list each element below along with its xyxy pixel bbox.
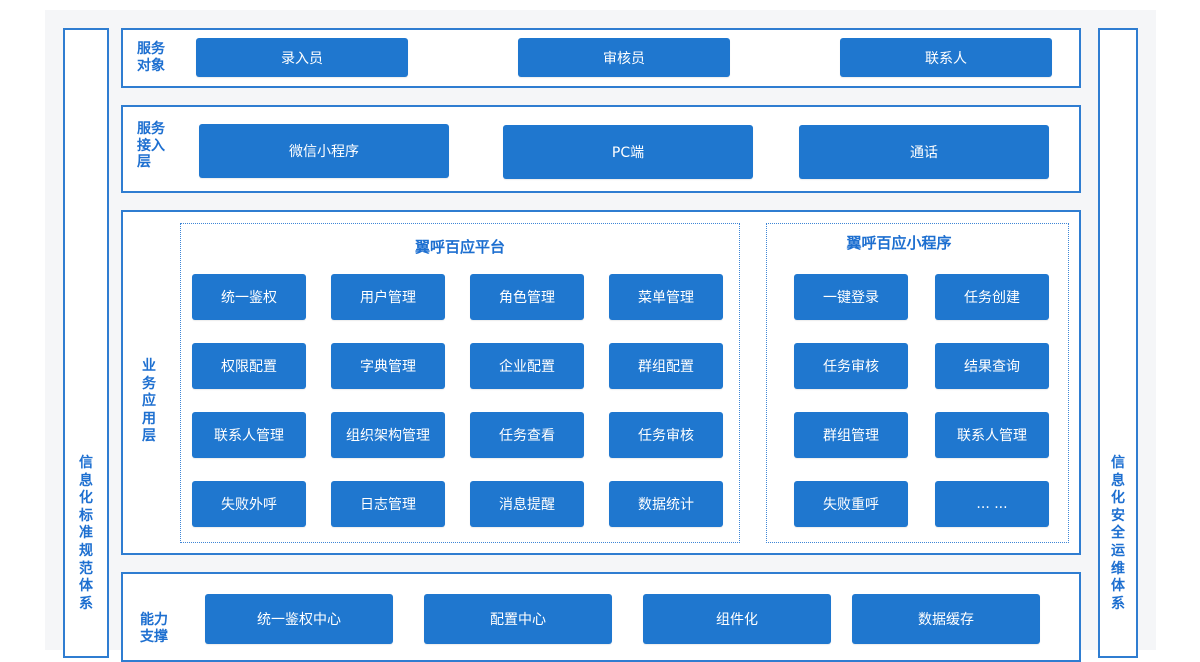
service-object-entry-clerk: 录入员 bbox=[196, 38, 408, 77]
mini-program-item: 一键登录 bbox=[794, 274, 908, 320]
access-wechat-miniprogram: 微信小程序 bbox=[199, 124, 449, 178]
mini-program-item: 结果查询 bbox=[935, 343, 1049, 389]
capability-item: 组件化 bbox=[643, 594, 831, 644]
capability-item: 配置中心 bbox=[424, 594, 612, 644]
platform-item: 联系人管理 bbox=[192, 412, 306, 458]
mini-program-item: 联系人管理 bbox=[935, 412, 1049, 458]
platform-item: 用户管理 bbox=[331, 274, 445, 320]
platform-item: 任务查看 bbox=[470, 412, 584, 458]
mini-program-item: ... ... bbox=[935, 481, 1049, 527]
service-access-label: 服务 接入 层 bbox=[137, 121, 165, 170]
platform-item: 任务审核 bbox=[609, 412, 723, 458]
capability-item: 数据缓存 bbox=[852, 594, 1040, 644]
platform-item: 字典管理 bbox=[331, 343, 445, 389]
capability-label: 能力 支撑 bbox=[140, 612, 168, 645]
platform-item: 数据统计 bbox=[609, 481, 723, 527]
business-layer-label: 业 务 应 用 层 bbox=[142, 358, 156, 444]
platform-item: 统一鉴权 bbox=[192, 274, 306, 320]
platform-item: 日志管理 bbox=[331, 481, 445, 527]
mini-program-item: 群组管理 bbox=[794, 412, 908, 458]
access-pc: PC端 bbox=[503, 125, 753, 179]
mini-program-item: 失败重呼 bbox=[794, 481, 908, 527]
left-standards-label: 信 息 化 标 准 规 范 体 系 bbox=[79, 455, 93, 612]
platform-item: 菜单管理 bbox=[609, 274, 723, 320]
platform-item: 消息提醒 bbox=[470, 481, 584, 527]
left-standards-frame bbox=[63, 28, 109, 658]
mini-program-title: 翼呼百应小程序 bbox=[846, 234, 952, 252]
platform-item: 失败外呼 bbox=[192, 481, 306, 527]
mini-program-item: 任务审核 bbox=[794, 343, 908, 389]
platform-item: 权限配置 bbox=[192, 343, 306, 389]
right-security-label: 信 息 化 安 全 运 维 体 系 bbox=[1111, 455, 1125, 612]
capability-item: 统一鉴权中心 bbox=[205, 594, 393, 644]
mini-program-item: 任务创建 bbox=[935, 274, 1049, 320]
service-object-reviewer: 审核员 bbox=[518, 38, 730, 77]
access-call: 通话 bbox=[799, 125, 1049, 179]
service-objects-label: 服务 对象 bbox=[137, 41, 165, 74]
platform-item: 群组配置 bbox=[609, 343, 723, 389]
service-object-contact: 联系人 bbox=[840, 38, 1052, 77]
platform-item: 组织架构管理 bbox=[331, 412, 445, 458]
platform-title: 翼呼百应平台 bbox=[414, 238, 505, 256]
platform-item: 企业配置 bbox=[470, 343, 584, 389]
platform-item: 角色管理 bbox=[470, 274, 584, 320]
